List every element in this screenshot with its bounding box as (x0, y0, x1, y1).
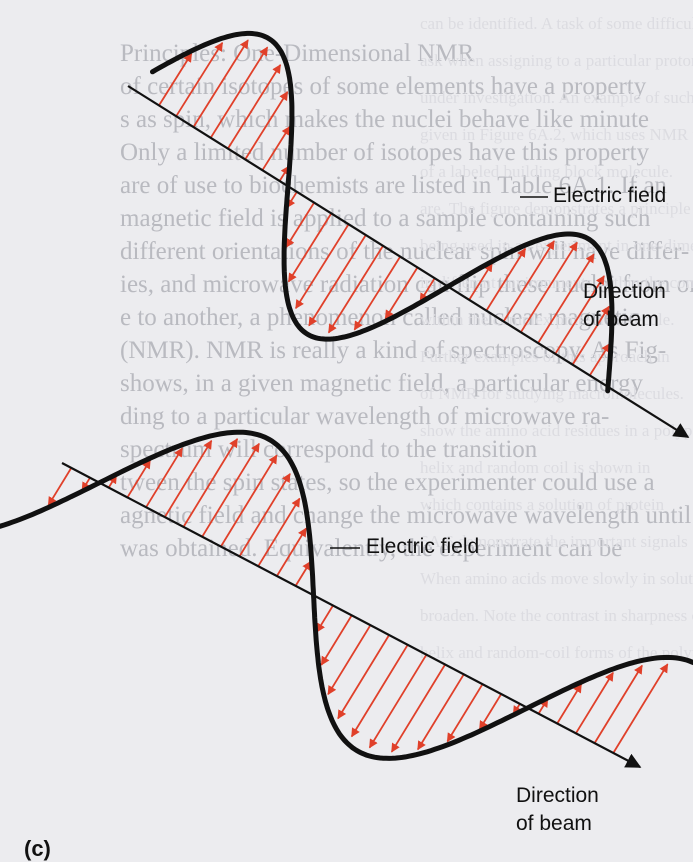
field-vector-arrow (486, 249, 525, 311)
top-direction-label-line2: of beam (583, 308, 659, 332)
field-vector-arrow (392, 665, 445, 752)
field-vector-arrow (289, 213, 332, 281)
field-vector-arrow (317, 606, 333, 632)
field-vector-arrow (296, 224, 349, 308)
field-vector-arrow (165, 441, 212, 517)
top-electric-field-label: Electric field (553, 184, 666, 208)
panel-label: (c) (24, 836, 51, 862)
bottom-direction-label-line1: Direction (516, 784, 599, 808)
field-vector-arrow (309, 235, 366, 326)
field-vector-arrow (321, 615, 351, 665)
bottom-direction-label-line2: of beam (516, 812, 592, 836)
field-vector-arrow (329, 246, 383, 333)
field-vector-arrow (262, 127, 289, 171)
bottom-field-vectors (48, 439, 667, 753)
field-vector-arrow (194, 40, 249, 127)
field-vector-arrow (258, 499, 299, 567)
top-electric-field-wave (153, 33, 612, 391)
field-vector-arrow (590, 344, 610, 376)
bottom-electric-field-wave (0, 432, 693, 758)
bottom-beam-axis (62, 463, 640, 767)
field-vector-arrow (521, 243, 577, 333)
field-vector-arrow (202, 444, 259, 537)
field-vector-arrow (418, 674, 464, 749)
field-vector-arrow (338, 635, 389, 719)
field-vector-arrow (240, 474, 291, 557)
field-vector-arrow (352, 645, 408, 737)
bottom-electric-field-label: Electric field (366, 535, 479, 559)
field-vector-arrow (613, 664, 667, 753)
top-direction-label-line1: Direction (583, 280, 666, 304)
field-vector-arrow (221, 455, 277, 546)
field-vector-arrow (184, 439, 238, 527)
field-vector-arrow (228, 65, 281, 149)
top-field-vectors (159, 40, 610, 375)
field-vector-arrow (595, 666, 643, 744)
field-vector-arrow (245, 92, 287, 159)
field-vector-arrow (277, 528, 306, 576)
field-vector-arrow (211, 47, 268, 138)
field-vector-arrow (286, 203, 314, 248)
field-vector-arrow (328, 625, 370, 694)
field-vector-arrow (296, 562, 311, 586)
field-vector-arrow (370, 655, 427, 748)
